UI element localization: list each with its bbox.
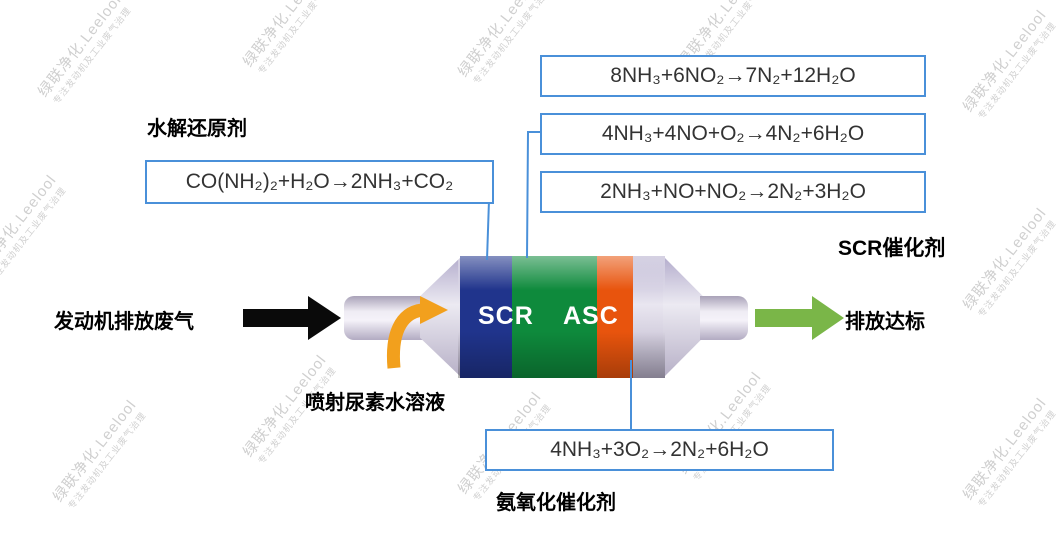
equation-box-standard-scr: 4NH₃+4NO+O₂→4N₂+6H₂O — [540, 113, 926, 155]
outlet-pipe — [700, 296, 748, 340]
equation-box-no2-reduction: 8NH₃+6NO₂→7N₂+12H₂O — [540, 55, 926, 97]
outlet-cone — [663, 256, 703, 378]
scr-blue-section — [460, 256, 512, 378]
asc-section-text: ASC — [563, 302, 619, 330]
connector-scr-equations-line — [526, 131, 540, 259]
equation-text: 8NH₃+6NO₂→7N₂+12H₂O — [610, 64, 856, 87]
scr-section-text: SCR — [478, 302, 534, 330]
engine-exhaust-label: 发动机排放废气 — [54, 311, 194, 333]
equation-box-ammonia-oxidation: 4NH₃+3O₂→2N₂+6H₂O — [485, 429, 834, 471]
inlet-cone — [420, 256, 462, 378]
exhaust-arrow — [243, 296, 341, 340]
equation-text: 4NH₃+4NO+O₂→4N₂+6H₂O — [601, 122, 865, 145]
hydrolysis-agent-label: 水解还原剂 — [147, 118, 247, 140]
scr-green-section — [512, 256, 597, 378]
equation-text: 2NH₃+NO+NO₂→2N₂+3H₂O — [600, 180, 866, 203]
inlet-pipe — [344, 296, 424, 340]
equation-text: 4NH₃+3O₂→2N₂+6H₂O — [550, 438, 769, 461]
watermark-sub-text: 专注发动机及工业废气治理 — [51, 5, 133, 106]
urea-injection-label: 喷射尿素水溶液 — [305, 392, 445, 414]
equation-box-fast-scr: 2NH₃+NO+NO₂→2N₂+3H₂O — [540, 171, 926, 213]
asc-orange-section — [597, 256, 633, 378]
outlet-cap-section — [633, 256, 665, 378]
ammonia-oxidation-catalyst-label: 氨氧化催化剂 — [496, 492, 616, 514]
equation-text: CO(NH₂)₂+H₂O→2NH₃+CO₂ — [185, 170, 454, 193]
equation-box-urea-hydrolysis: CO(NH₂)₂+H₂O→2NH₃+CO₂ — [145, 160, 494, 204]
connector-hydrolysis-line — [486, 199, 490, 261]
scr-catalyst-label: SCR催化剂 — [838, 237, 946, 260]
watermark-main-text: 绿联净化.Leelool — [34, 0, 125, 101]
clean-emission-arrow — [755, 296, 844, 340]
emission-standard-label: 排放达标 — [845, 311, 925, 333]
